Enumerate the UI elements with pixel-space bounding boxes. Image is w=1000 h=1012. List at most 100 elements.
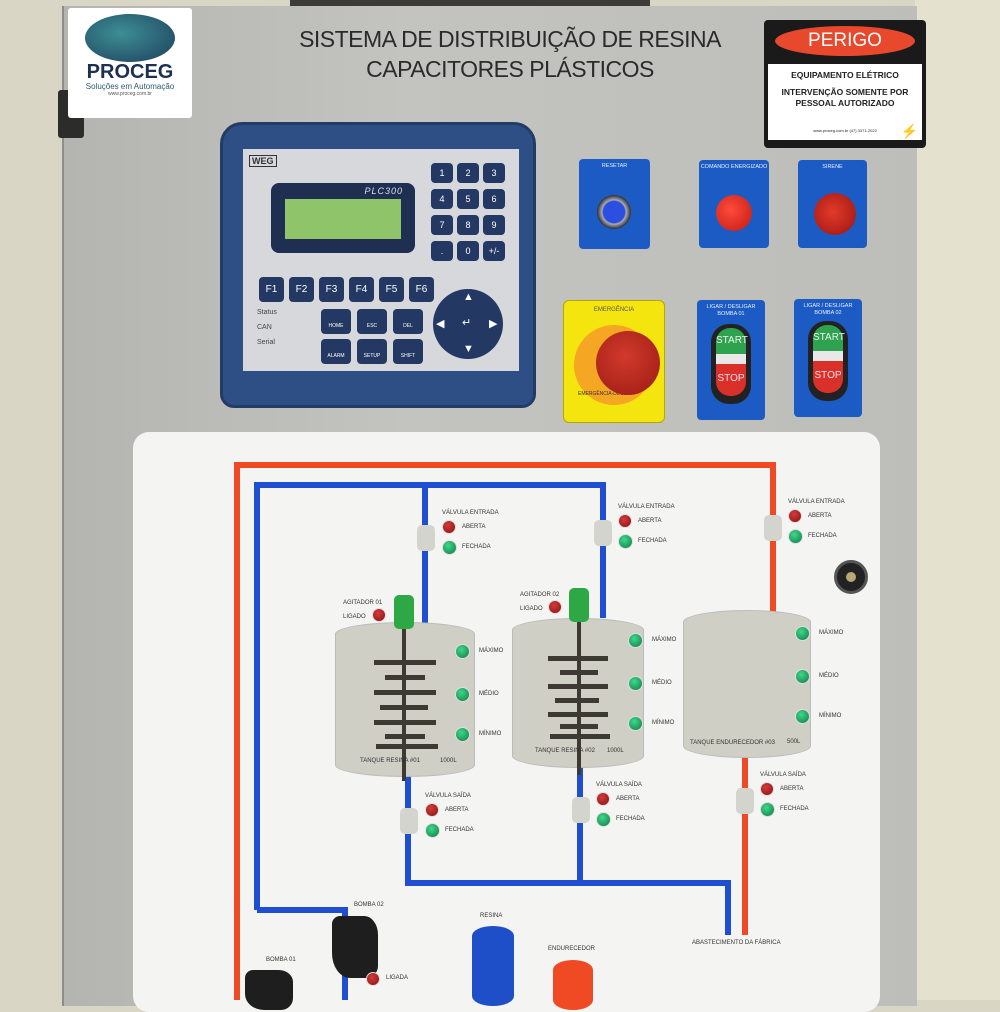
pump1-control-label: LIGAR / DESLIGAR BOMBA 01 — [706, 304, 756, 317]
enter-icon[interactable]: ↵ — [462, 317, 472, 329]
key-8[interactable]: 9 — [483, 215, 505, 235]
logo-name: PROCEG — [86, 61, 174, 83]
alarm-key[interactable]: ALARM — [321, 339, 351, 364]
function-key-f1[interactable]: F1 — [259, 277, 284, 302]
emergency-stop-button[interactable] — [596, 331, 660, 395]
tank2-level-max-label: MÁXIMO — [652, 637, 677, 643]
key-6[interactable]: 7 — [431, 215, 453, 235]
danger-line2: INTERVENÇÃO SOMENTE POR — [781, 87, 909, 97]
agitator-blade — [555, 698, 599, 703]
logo-tagline: Soluções em Automação — [85, 82, 175, 91]
key-10[interactable]: 0 — [457, 241, 479, 261]
agitator-blade — [376, 744, 438, 749]
arrow-down-icon[interactable]: ▼ — [463, 343, 474, 355]
valve-in-3-closed-label: FECHADA — [808, 533, 837, 539]
valve-in-3-label: VÁLVULA ENTRADA — [788, 499, 845, 505]
key-2[interactable]: 3 — [483, 163, 505, 183]
function-key-f6[interactable]: F6 — [409, 277, 434, 302]
pump2-start-button[interactable]: START — [813, 325, 845, 351]
function-key-f2[interactable]: F2 — [289, 277, 314, 302]
valve-out-3 — [736, 788, 754, 814]
valve-out-1-open-label: ABERTA — [445, 807, 469, 813]
del-key[interactable]: DEL — [393, 309, 423, 334]
navigation-pad[interactable]: ▲ ▼ ◀ ▶ ↵ — [433, 289, 503, 359]
tank2-level-min-lamp — [628, 716, 643, 731]
resin-drum — [472, 926, 514, 1006]
pump1-start-button[interactable]: START — [716, 328, 748, 354]
panel-title: SISTEMA DE DISTRIBUIÇÃO DE RESINA — [299, 26, 721, 52]
logo-contact: www.proceg.com.br — [108, 91, 152, 97]
arrow-up-icon[interactable]: ▲ — [463, 291, 474, 303]
pump1-stop-button[interactable]: STOP — [716, 364, 746, 396]
factory-supply-label: ABASTECIMENTO DA FÁBRICA — [692, 940, 781, 946]
valve-out-3-label: VÁLVULA SAÍDA — [760, 772, 806, 778]
key-5[interactable]: 6 — [483, 189, 505, 209]
resin-drum-label: RESINA — [480, 913, 503, 919]
key-4[interactable]: 5 — [457, 189, 479, 209]
shift-key[interactable]: SHIFT — [393, 339, 423, 364]
agitator-blade — [374, 690, 436, 695]
siren-label: SIRENE — [822, 164, 843, 170]
function-key-f4[interactable]: F4 — [349, 277, 374, 302]
tank1-capacity: 1000L — [440, 758, 457, 764]
siren-icon — [814, 193, 856, 235]
agitator-blade — [385, 675, 425, 680]
valve-in-1-closed-label: FECHADA — [462, 544, 491, 550]
reset-button[interactable] — [597, 195, 631, 229]
valve-out-1-closed-label: FECHADA — [445, 827, 474, 833]
valve-out-1-label: VÁLVULA SAÍDA — [425, 793, 471, 799]
key-9[interactable]: . — [431, 241, 453, 261]
valve-in-1-label: VÁLVULA ENTRADA — [442, 510, 499, 516]
danger-title: PERIGO — [775, 26, 915, 56]
arrow-left-icon[interactable]: ◀ — [436, 318, 445, 330]
agitator-motor-icon — [569, 588, 589, 622]
energized-plate: COMANDO ENERGIZADO — [699, 160, 769, 248]
key-11[interactable]: +/- — [483, 241, 505, 261]
home-key[interactable]: HOME — [321, 309, 351, 334]
valve-out-2-open-label: ABERTA — [616, 796, 640, 802]
agitator1-on-label: LIGADO — [343, 614, 366, 620]
pump2-label: BOMBA 02 — [354, 902, 384, 908]
valve-out-1-open-lamp — [425, 803, 439, 817]
key-3[interactable]: 4 — [431, 189, 453, 209]
valve-in-1 — [417, 525, 435, 551]
valve-in-2-closed-lamp — [618, 534, 633, 549]
esc-key[interactable]: ESC — [357, 309, 387, 334]
tank1-level-mid-lamp — [455, 687, 470, 702]
arrow-right-icon[interactable]: ▶ — [489, 318, 498, 330]
key-1[interactable]: 2 — [457, 163, 479, 183]
tank3-level-mid-label: MÉDIO — [819, 673, 839, 679]
valve-out-3-open-lamp — [760, 782, 774, 796]
pump2-stop-button[interactable]: STOP — [813, 361, 843, 393]
valve-in-1-closed-lamp — [442, 540, 457, 555]
tank2-level-min-label: MÍNIMO — [652, 720, 675, 726]
function-key-f5[interactable]: F5 — [379, 277, 404, 302]
weg-logo: WEG — [249, 155, 277, 167]
setup-key[interactable]: SETUP — [357, 339, 387, 364]
danger-line1: EQUIPAMENTO ELÉTRICO — [791, 70, 899, 80]
function-key-f3[interactable]: F3 — [319, 277, 344, 302]
valve-in-1-open-lamp — [442, 520, 456, 534]
valve-in-2-label: VÁLVULA ENTRADA — [618, 504, 675, 510]
key-0[interactable]: 1 — [431, 163, 453, 183]
door-lock[interactable] — [834, 560, 868, 594]
status-led: Status — [257, 309, 277, 316]
reset-plate: RESETAR — [579, 159, 650, 249]
valve-out-3-closed-label: FECHADA — [780, 806, 809, 812]
tank-hardener-03 — [683, 610, 811, 758]
valve-in-3-open-lamp — [788, 509, 802, 523]
emergency-label: EMERGÊNCIA — [593, 307, 635, 313]
valve-in-3-closed-lamp — [788, 529, 803, 544]
proceg-logo: PROCEG Soluções em Automação www.proceg.… — [68, 8, 192, 118]
valve-in-1-open-label: ABERTA — [462, 524, 486, 530]
panel-subtitle: CAPACITORES PLÁSTICOS — [366, 56, 654, 82]
pump2-on-lamp — [366, 972, 380, 986]
lcd-display — [285, 199, 401, 239]
valve-out-1 — [400, 808, 418, 834]
tank1-level-min-lamp — [455, 727, 470, 742]
pump2-on-label: LIGADA — [386, 975, 409, 981]
key-7[interactable]: 8 — [457, 215, 479, 235]
emergency-ring-text: EMERGÊNCIA-DESLIGA — [578, 391, 635, 397]
siren-plate: SIRENE — [798, 160, 867, 248]
